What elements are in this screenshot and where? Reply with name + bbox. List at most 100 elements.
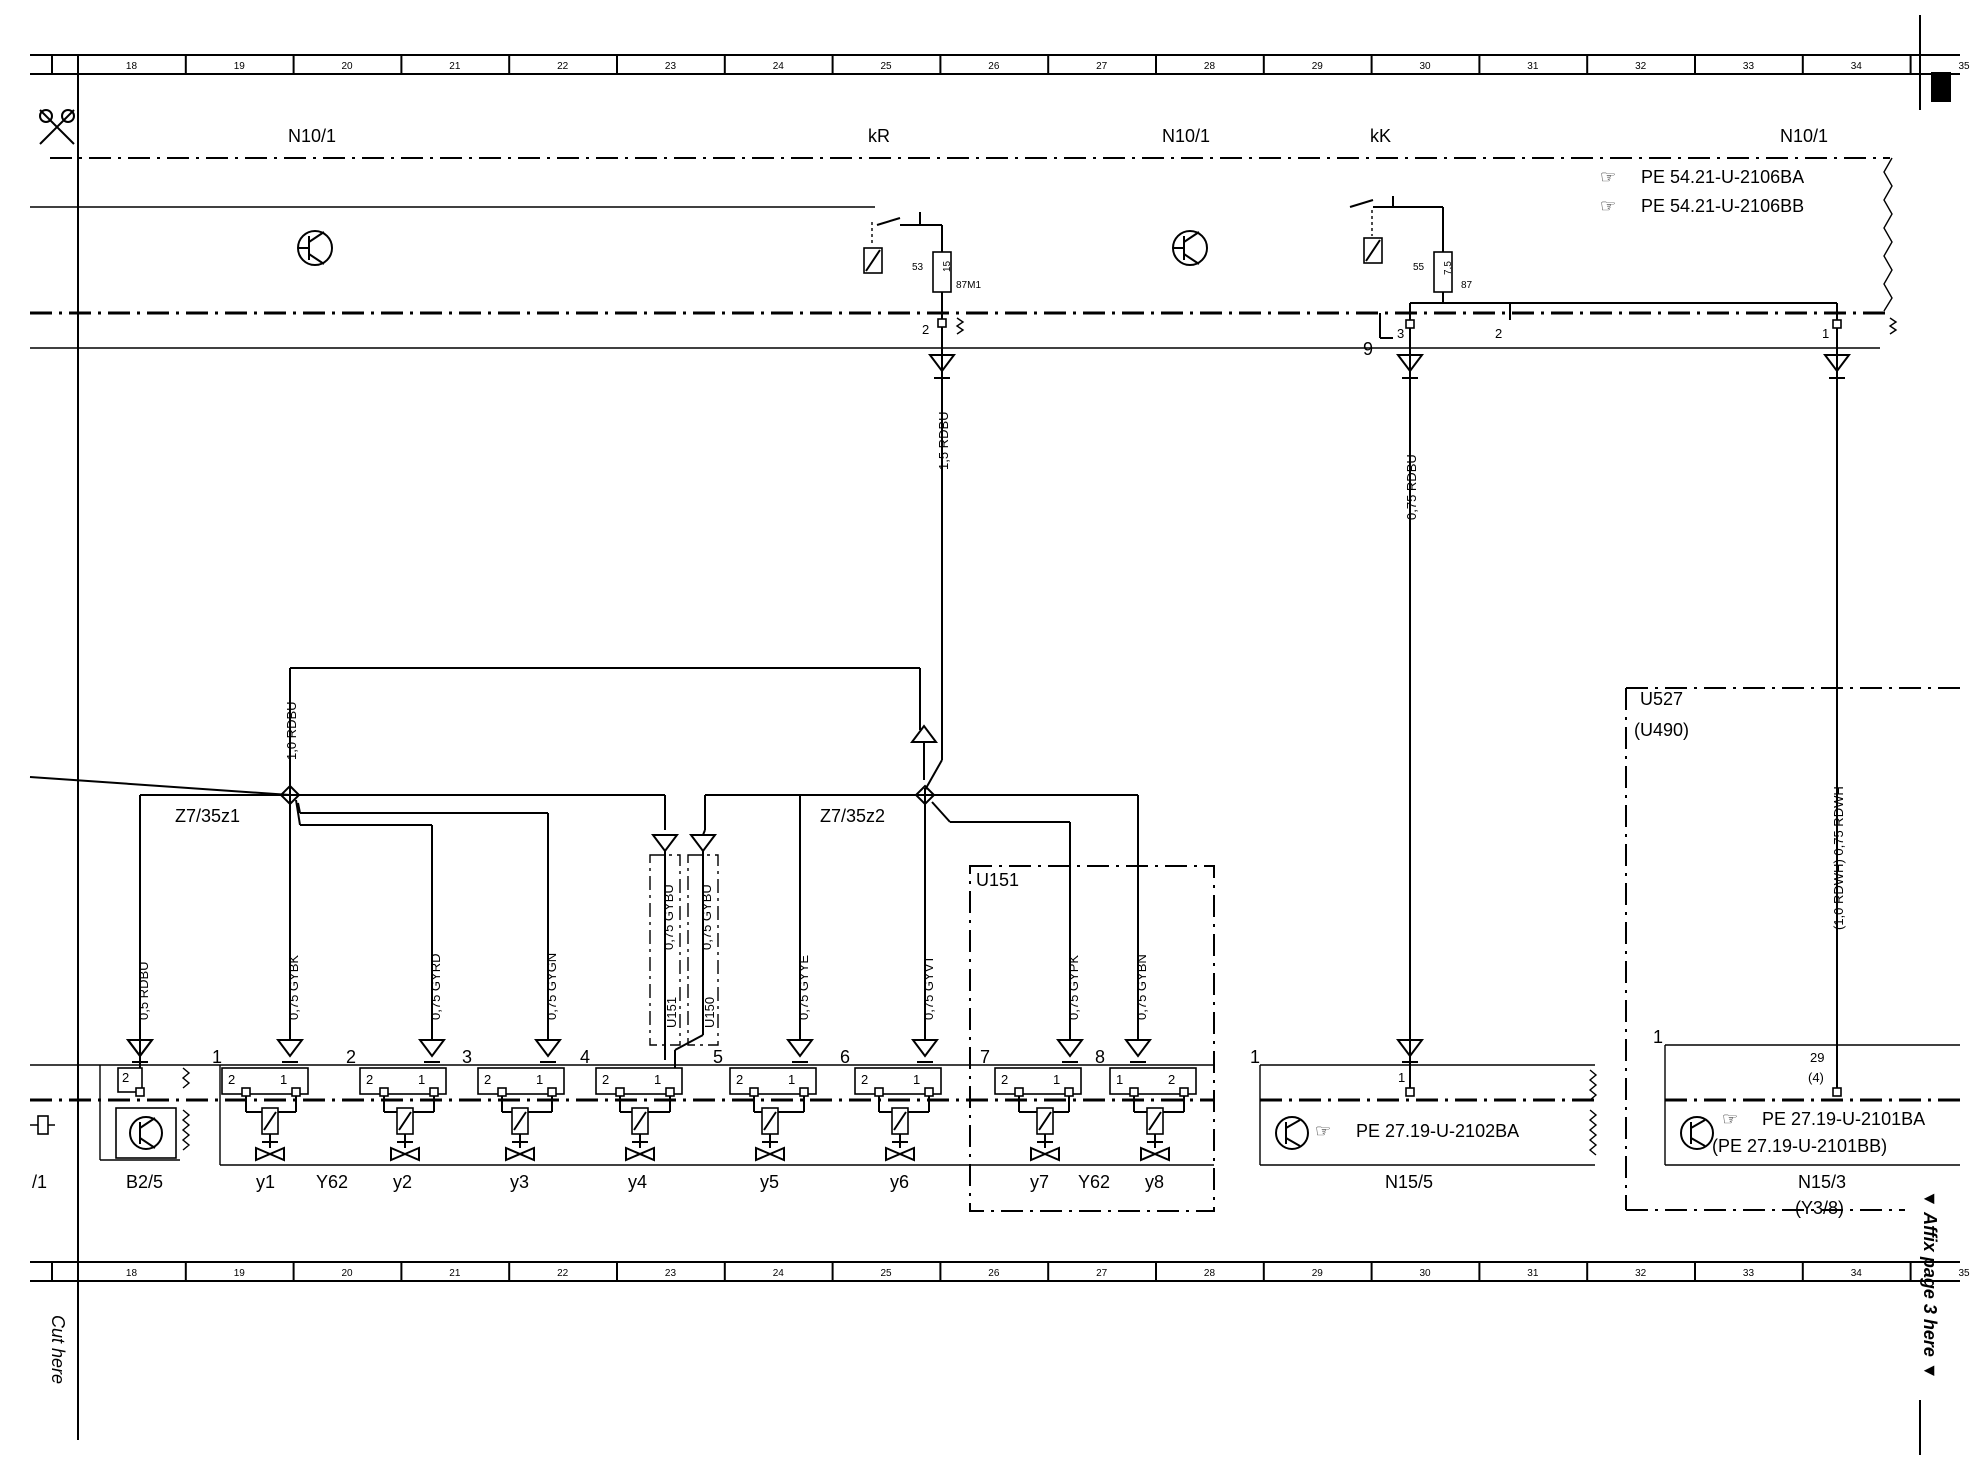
hand-pointer-icon: ☞ xyxy=(1722,1109,1738,1129)
module-n15-3: 1 29 (4) ☞ PE 27.19-U-2101BA (PE 27.19-U… xyxy=(1653,1027,1960,1218)
pin-label: 2 xyxy=(1168,1072,1175,1087)
hand-pointer-icon: ☞ xyxy=(1600,167,1616,187)
splice-z7-35z2: Z7/35z2 xyxy=(820,784,936,826)
grid-column-number: 27 xyxy=(1096,1268,1108,1279)
ref-top-1: PE 54.21-U-2106BA xyxy=(1641,167,1804,187)
grid-column-number: 23 xyxy=(665,61,677,72)
module-reference: (PE 27.19-U-2101BB) xyxy=(1712,1136,1887,1156)
splice-label: Z7/35z1 xyxy=(175,806,240,826)
grid-column-number: 19 xyxy=(234,1268,246,1279)
module-reference: PE 27.19-U-2101BA xyxy=(1762,1109,1925,1129)
pin-label: 1 xyxy=(788,1072,795,1087)
grid-column-number: 35 xyxy=(1959,1268,1971,1279)
grid-column-number: 32 xyxy=(1635,1268,1647,1279)
connector-pin: 2 xyxy=(922,322,929,337)
pin-socket xyxy=(379,1087,389,1097)
grid-column-number: 25 xyxy=(881,61,893,72)
relay-output: 87 xyxy=(1461,280,1473,291)
pin-socket xyxy=(615,1087,625,1097)
variant-label: U150 xyxy=(702,997,717,1028)
grid-column-number: 25 xyxy=(881,1268,893,1279)
branch-wire-label: 0,5 RDBU xyxy=(136,961,151,1020)
relay-pin: 53 xyxy=(912,262,924,273)
pin-label: 1 xyxy=(536,1072,543,1087)
solenoid-valve-icon xyxy=(501,1096,553,1162)
grid-column-number: 26 xyxy=(988,1268,1000,1279)
module-n15-5: 1 1 ☞ PE 27.19-U-2102BA N15/5 xyxy=(1250,1039,1598,1192)
black-marker-icon xyxy=(1931,72,1951,102)
pin-socket xyxy=(665,1087,675,1097)
fuse-value: 7,5 xyxy=(1443,261,1454,275)
valve-group-number: 1 xyxy=(212,1047,222,1067)
valve-group-number: 4 xyxy=(580,1047,590,1067)
pin-label: 2 xyxy=(736,1072,743,1087)
pin-label: 1 xyxy=(1116,1072,1123,1087)
sensor-label: B2/5 xyxy=(126,1172,163,1192)
hand-pointer-icon: ☞ xyxy=(1315,1121,1331,1141)
valve-label: y2 xyxy=(393,1172,412,1192)
pin-label: 2 xyxy=(1001,1072,1008,1087)
grid-column-number: 19 xyxy=(234,61,246,72)
grid-column-number: 28 xyxy=(1204,61,1216,72)
pin-label: (4) xyxy=(1808,1070,1824,1085)
module-label: N15/5 xyxy=(1385,1172,1433,1192)
pin-label: 1 xyxy=(1398,1070,1405,1085)
pin-label: 2 xyxy=(484,1072,491,1087)
grid-column-number: 34 xyxy=(1851,1268,1863,1279)
transistor-icon xyxy=(297,230,333,266)
relay-label-kr: kR xyxy=(868,126,890,146)
variant-label: U151 xyxy=(664,997,679,1028)
solenoid-valve-icon xyxy=(619,1096,671,1162)
connector-arrow xyxy=(418,1039,446,1058)
fuse-value: 15 xyxy=(942,260,953,272)
grid-column-number: 18 xyxy=(126,61,138,72)
grid-column-number: 30 xyxy=(1420,1268,1432,1279)
relay-output: 87M1 xyxy=(956,280,981,291)
connector-arrow xyxy=(1124,1039,1152,1058)
pin-label: 1 xyxy=(418,1072,425,1087)
grid-column-number: 26 xyxy=(988,61,1000,72)
relay-pin: 55 xyxy=(1413,262,1425,273)
pin-label: 2 xyxy=(366,1072,373,1087)
solenoid-valve-icon xyxy=(878,1096,930,1162)
solenoid-valve-icon xyxy=(1133,1096,1185,1162)
grid-column-number: 35 xyxy=(1959,61,1971,72)
grid-column-number: 22 xyxy=(557,1268,569,1279)
sensor-b2-5: 2 B2/5 /1 xyxy=(30,1039,191,1192)
pin-label: 2 xyxy=(861,1072,868,1087)
pin-label: 1 xyxy=(1053,1072,1060,1087)
pin-socket xyxy=(799,1087,809,1097)
pin-socket xyxy=(429,1087,439,1097)
branch-wire-label: 0,75 GYVT xyxy=(921,956,936,1020)
splice-wire-label: 1,0 RDBU xyxy=(284,701,299,760)
component-label-y62: Y62 xyxy=(316,1172,348,1192)
connector-arrow xyxy=(276,1039,304,1058)
valve-group-number: 5 xyxy=(713,1047,723,1067)
affix-page-label: ▼ Affix page 3 here ▼ xyxy=(1920,1190,1940,1380)
grid-column-number: 23 xyxy=(665,1268,677,1279)
transistor-icon xyxy=(1172,230,1208,266)
module-reference: PE 27.19-U-2102BA xyxy=(1356,1121,1519,1141)
variant-label: (U490) xyxy=(1634,720,1689,740)
module-label-n10-1-center: N10/1 xyxy=(1162,126,1210,146)
pin-label: 1 xyxy=(913,1072,920,1087)
valve-label: y5 xyxy=(760,1172,779,1192)
branch-wire-label: 0,75 GYBK xyxy=(286,955,301,1020)
grid-column-number: 21 xyxy=(449,1268,461,1279)
valve-label: y6 xyxy=(890,1172,909,1192)
valve-label: y7 xyxy=(1030,1172,1049,1192)
valve-group-number: 8 xyxy=(1095,1047,1105,1067)
connector-pin: 1 xyxy=(1822,326,1829,341)
grid-column-number: 30 xyxy=(1420,61,1432,72)
relay-kr: 15 53 87M1 2 1,5 RDBU xyxy=(863,212,981,470)
module-alt-label: (Y3/8) xyxy=(1795,1198,1844,1218)
pin-socket xyxy=(241,1087,251,1097)
relay-kk: 7,5 55 87 3 2 1 9 0,75 RDBU (1,0 RDWH) 0… xyxy=(1349,196,1898,1090)
connector-number: 1 xyxy=(1250,1047,1260,1067)
pin-socket xyxy=(874,1087,884,1097)
reference-list-top: ☞ PE 54.21-U-2106BA ☞ PE 54.21-U-2106BB xyxy=(1600,167,1804,216)
connector-label: 9 xyxy=(1363,339,1373,359)
